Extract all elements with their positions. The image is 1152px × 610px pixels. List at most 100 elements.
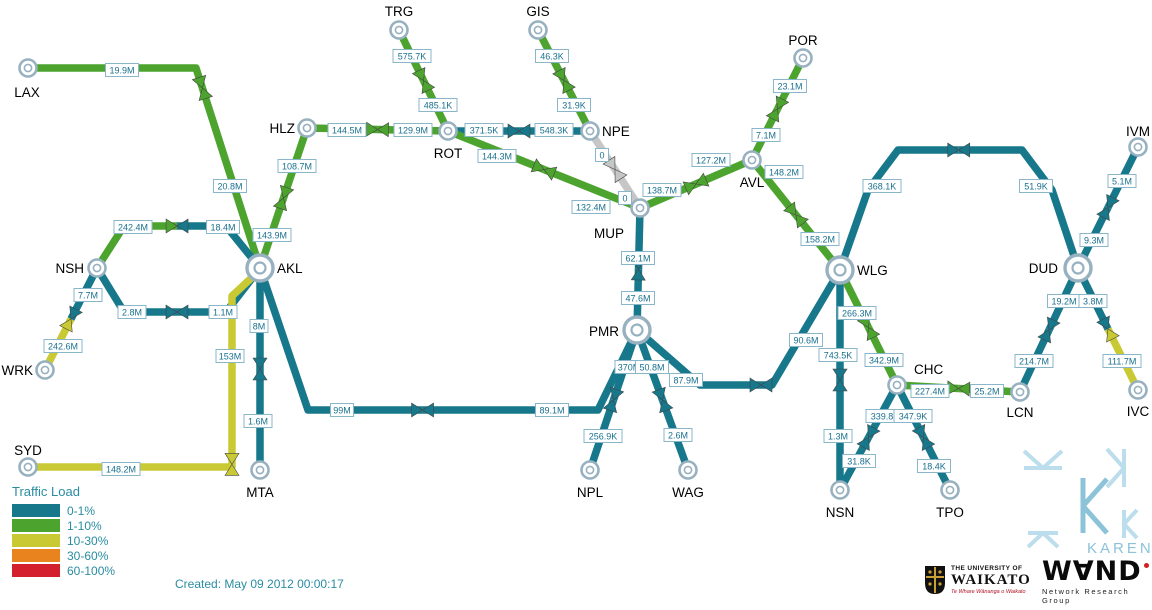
link-label-rot-mup[interactable]: 132.4M <box>571 200 611 214</box>
link-label-mup-avl[interactable]: 127.2M <box>691 153 731 167</box>
link-label-npe-mup[interactable]: 0 <box>618 191 632 205</box>
link-label-akl-mta[interactable]: 8M <box>249 319 269 333</box>
node-trg[interactable] <box>389 20 409 40</box>
link-label-dud-lcn[interactable]: 19.2M <box>1047 294 1081 308</box>
link-label-syd-akl[interactable]: 148.2M <box>101 462 141 476</box>
link-dud-lcn[interactable] <box>1016 266 1082 394</box>
link-ivm-dud[interactable] <box>1074 145 1142 270</box>
link-label-dud-lcn[interactable]: 214.7M <box>1014 354 1054 368</box>
link-label-ivm-dud[interactable]: 9.3M <box>1079 233 1109 247</box>
node-wag[interactable] <box>678 460 698 480</box>
link-label-chc-nsn[interactable]: 31.8K <box>842 454 876 468</box>
link-label-wlg-dud[interactable]: 51.9K <box>1019 179 1053 193</box>
link-akl-hlz[interactable] <box>256 126 311 270</box>
node-dud[interactable] <box>1063 253 1093 283</box>
link-trg-rot[interactable] <box>395 28 452 133</box>
link-label-avl-wlg[interactable]: 148.2M <box>764 165 804 179</box>
link-syd-akl[interactable] <box>28 267 263 476</box>
node-wlg[interactable] <box>825 255 855 285</box>
link-label-lax-akl[interactable]: 20.8M <box>213 179 247 193</box>
node-nsh[interactable] <box>87 258 107 278</box>
link-label-rot-mup[interactable]: 144.3M <box>477 149 517 163</box>
node-tpo[interactable] <box>940 480 960 500</box>
node-akl[interactable] <box>245 253 275 283</box>
link-akl-pmr[interactable] <box>256 266 641 418</box>
link-label-akl-pmr[interactable]: 99M <box>330 403 354 417</box>
link-label-avl-wlg[interactable]: 158.2M <box>800 232 840 246</box>
link-label-nsh-akl[interactable]: 242.4M <box>113 220 153 234</box>
node-pmr[interactable] <box>622 315 652 345</box>
node-chc[interactable] <box>887 375 907 395</box>
link-label-wlg-nsn[interactable]: 1.3M <box>823 429 853 443</box>
link-label-nsh-akl[interactable]: 1.1M <box>208 305 238 319</box>
link-label-trg-rot[interactable]: 485.1K <box>418 98 458 112</box>
node-wrk[interactable] <box>35 360 55 380</box>
link-label-nsh-akl[interactable]: 2.8M <box>117 305 147 319</box>
link-label-npe-mup[interactable]: 0 <box>595 148 609 162</box>
link-label-por-avl[interactable]: 23.1M <box>773 79 807 93</box>
link-label-dud-ivc[interactable]: 3.8M <box>1078 294 1108 308</box>
link-label-gis-npe[interactable]: 31.9K <box>557 98 591 112</box>
link-wlg-dud[interactable] <box>836 142 1082 272</box>
link-label-pmr-wag[interactable]: 2.6M <box>663 428 693 442</box>
link-label-por-avl[interactable]: 7.1M <box>751 128 781 142</box>
link-label-trg-rot[interactable]: 575.7K <box>392 49 432 63</box>
link-pmr-npl[interactable] <box>586 328 641 472</box>
link-label-chc-lcn[interactable]: 227.4M <box>910 384 950 398</box>
link-label-pmr-wlg[interactable]: 90.6M <box>789 333 823 347</box>
link-wlg-chc[interactable] <box>836 268 901 387</box>
link-label-pmr-wag[interactable]: 50.8M <box>635 360 669 374</box>
link-mup-pmr[interactable] <box>630 207 647 331</box>
node-ivm[interactable] <box>1128 137 1148 157</box>
link-label-mup-avl[interactable]: 138.7M <box>642 183 682 197</box>
node-lcn[interactable] <box>1010 382 1030 402</box>
node-por[interactable] <box>793 48 813 68</box>
link-label-wlg-dud[interactable]: 368.1K <box>862 179 902 193</box>
link-label-rot-npe[interactable]: 548.3K <box>534 123 574 137</box>
link-label-hlz-rot[interactable]: 129.9M <box>393 123 433 137</box>
link-por-avl[interactable] <box>748 56 807 162</box>
link-chc-tpo[interactable] <box>893 383 954 492</box>
link-label-hlz-rot[interactable]: 144.5M <box>327 123 367 137</box>
link-label-akl-hlz[interactable]: 143.9M <box>252 228 292 242</box>
node-mta[interactable] <box>250 460 270 480</box>
link-label-wlg-chc[interactable]: 342.9M <box>864 353 904 367</box>
link-label-mup-pmr[interactable]: 62.1M <box>621 251 655 265</box>
link-akl-mta[interactable] <box>252 268 268 470</box>
link-label-syd-akl[interactable]: 153M <box>215 349 245 363</box>
node-npl[interactable] <box>580 460 600 480</box>
node-mup[interactable] <box>630 198 650 218</box>
link-lax-akl[interactable] <box>28 64 264 270</box>
link-label-wlg-chc[interactable]: 266.3M <box>837 306 877 320</box>
link-label-pmr-npl[interactable]: 256.9K <box>583 429 623 443</box>
link-label-chc-lcn[interactable]: 25.2M <box>970 384 1004 398</box>
link-label-akl-mta[interactable]: 1.6M <box>243 414 273 428</box>
link-label-ivm-dud[interactable]: 5.1M <box>1107 174 1137 188</box>
node-gis[interactable] <box>528 20 548 40</box>
link-label-chc-tpo[interactable]: 347.9K <box>893 409 933 423</box>
node-rot[interactable] <box>438 121 458 141</box>
link-label-wlg-nsn[interactable]: 743.5K <box>818 348 858 362</box>
link-label-akl-hlz[interactable]: 108.7M <box>277 159 317 173</box>
link-label-lax-akl[interactable]: 19.9M <box>105 63 139 77</box>
node-ivc[interactable] <box>1128 380 1148 400</box>
node-hlz[interactable] <box>297 118 317 138</box>
link-label-mup-pmr[interactable]: 47.6M <box>621 291 655 305</box>
link-label-gis-npe[interactable]: 46.3K <box>535 49 569 63</box>
link-label-pmr-wlg[interactable]: 87.9M <box>669 373 703 387</box>
link-gis-npe[interactable] <box>534 28 594 133</box>
link-label-wrk-nsh[interactable]: 242.6M <box>43 339 83 353</box>
link-label-chc-tpo[interactable]: 18.4K <box>917 459 951 473</box>
link-dud-ivc[interactable] <box>1074 266 1142 392</box>
node-lax[interactable] <box>18 58 38 78</box>
node-nsn[interactable] <box>830 480 850 500</box>
link-label-nsh-akl[interactable]: 18.4M <box>206 220 240 234</box>
node-avl[interactable] <box>742 150 762 170</box>
link-label-dud-ivc[interactable]: 111.7M <box>1102 354 1142 368</box>
node-syd[interactable] <box>18 457 38 477</box>
link-label-wrk-nsh[interactable]: 7.7M <box>73 288 103 302</box>
link-label-rot-npe[interactable]: 371.5K <box>464 123 504 137</box>
link-wrk-nsh[interactable] <box>41 266 101 372</box>
link-label-akl-pmr[interactable]: 89.1M <box>535 403 569 417</box>
node-npe[interactable] <box>580 121 600 141</box>
